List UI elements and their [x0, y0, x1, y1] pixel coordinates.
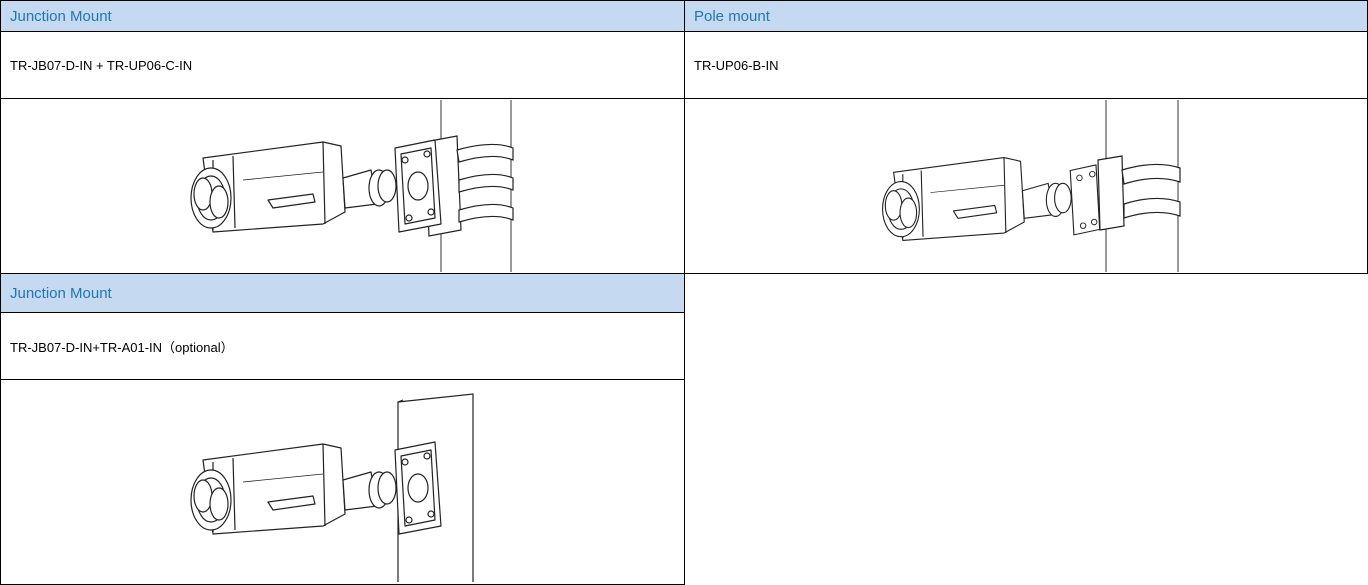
model-label: TR-UP06-B-IN [694, 57, 779, 73]
model-cell: TR-JB07-D-IN+TR-A01-IN（optional） [0, 312, 685, 380]
model-cell: TR-JB07-D-IN + TR-UP06-C-IN [0, 31, 685, 99]
header-label: Junction Mount [10, 7, 112, 25]
header-junction-mount: Junction Mount [0, 0, 685, 32]
header-label: Pole mount [694, 7, 770, 25]
header-pole-mount: Pole mount [684, 0, 1368, 32]
model-label: TR-JB07-D-IN + TR-UP06-C-IN [10, 57, 193, 73]
header-label: Junction Mount [10, 284, 112, 302]
camera-wall-icon [189, 393, 474, 582]
camera-pole-icon [882, 100, 1181, 272]
image-cell [0, 379, 685, 585]
header-junction-mount: Junction Mount [0, 273, 685, 313]
model-cell: TR-UP06-B-IN [684, 31, 1368, 99]
camera-junction-pole-icon [189, 100, 514, 272]
image-cell [684, 98, 1368, 274]
image-cell [0, 98, 685, 274]
model-label: TR-JB07-D-IN+TR-A01-IN（optional） [10, 339, 234, 355]
